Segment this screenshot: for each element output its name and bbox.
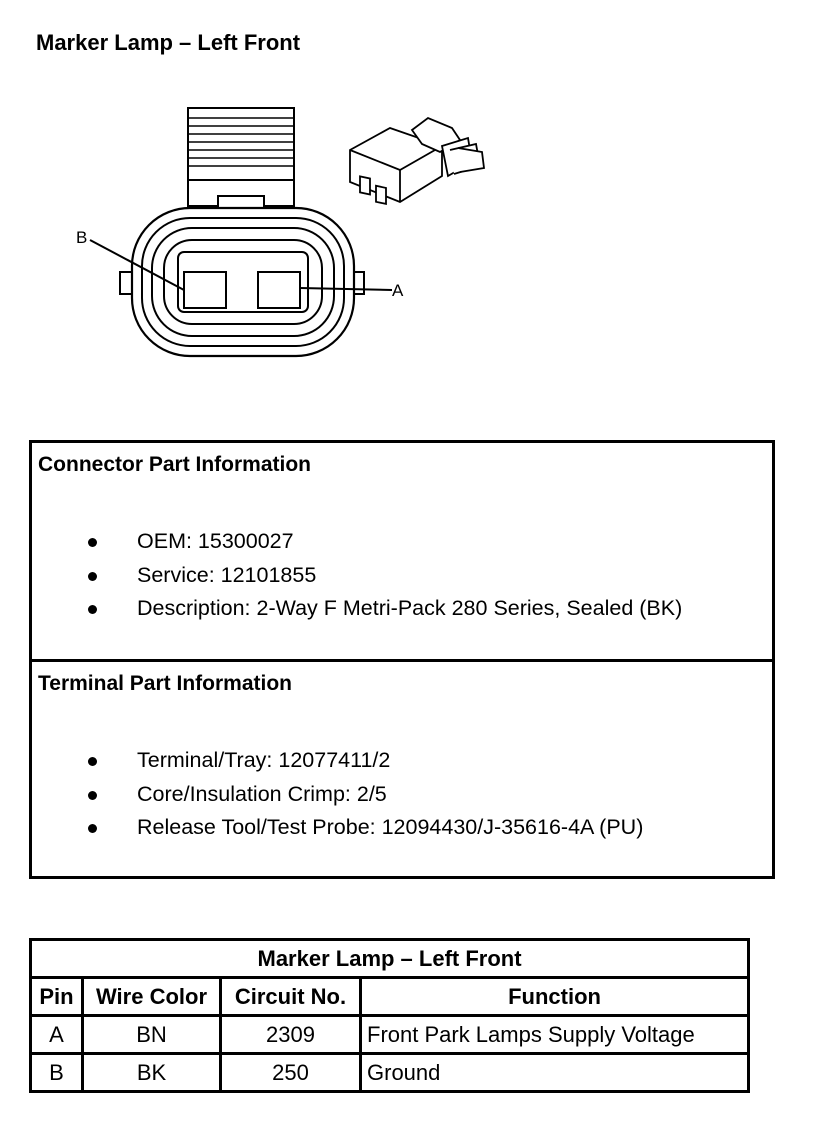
connector-part-info-box: Connector Part Information OEM: 15300027…	[29, 440, 775, 662]
list-item-text: Release Tool/Test Probe: 12094430/J-3561…	[137, 815, 644, 839]
terminal-part-info-box: Terminal Part Information Terminal/Tray:…	[29, 659, 775, 879]
column-header: Circuit No.	[219, 976, 362, 1017]
circuit-number-cell: 2309	[219, 1014, 362, 1055]
bullet-icon	[88, 571, 97, 581]
bullet-icon	[88, 538, 97, 547]
page-title: Marker Lamp – Left Front	[36, 30, 301, 55]
bullet-icon	[88, 824, 97, 833]
column-header: Pin	[29, 976, 84, 1017]
list-item-text: Service: 12101855	[137, 562, 317, 587]
connector-part-info-heading: Connector Part Information	[38, 453, 312, 476]
pin-cell: A	[29, 1014, 84, 1055]
function-cell: Front Park Lamps Supply Voltage	[358, 1014, 751, 1055]
pin-table: Marker Lamp – Left Front Pin Wire Color …	[28, 938, 751, 1093]
wire-color-cell: BN	[81, 1014, 222, 1055]
function-cell: Ground	[358, 1052, 751, 1093]
terminal-part-info-heading: Terminal Part Information	[38, 672, 292, 695]
bullet-icon	[88, 790, 97, 800]
table-header-row: Pin Wire Color Circuit No. Function	[29, 976, 751, 1017]
table-title-row: Marker Lamp – Left Front	[28, 938, 751, 979]
column-header: Function	[358, 976, 751, 1017]
pin-b-callout: B	[76, 228, 88, 247]
list-item-text: OEM: 15300027	[137, 529, 294, 553]
list-item-text: Terminal/Tray: 12077411/2	[137, 748, 391, 772]
table-row: A BN 2309 Front Park Lamps Supply Voltag…	[29, 1014, 751, 1055]
bullet-icon	[88, 757, 97, 766]
table-title: Marker Lamp – Left Front	[28, 938, 751, 979]
pin-a-callout: A	[392, 281, 404, 300]
connector-face-diagram	[89, 107, 486, 358]
column-header: Wire Color	[81, 976, 222, 1017]
list-item-text: Description: 2-Way F Metri-Pack 280 Seri…	[137, 596, 683, 620]
pin-cell: B	[29, 1052, 84, 1093]
list-item-text: Core/Insulation Crimp: 2/5	[137, 781, 387, 806]
table-row: B BK 250 Ground	[29, 1052, 751, 1093]
circuit-number-cell: 250	[219, 1052, 362, 1093]
bullet-icon	[88, 605, 97, 614]
wire-color-cell: BK	[81, 1052, 222, 1093]
